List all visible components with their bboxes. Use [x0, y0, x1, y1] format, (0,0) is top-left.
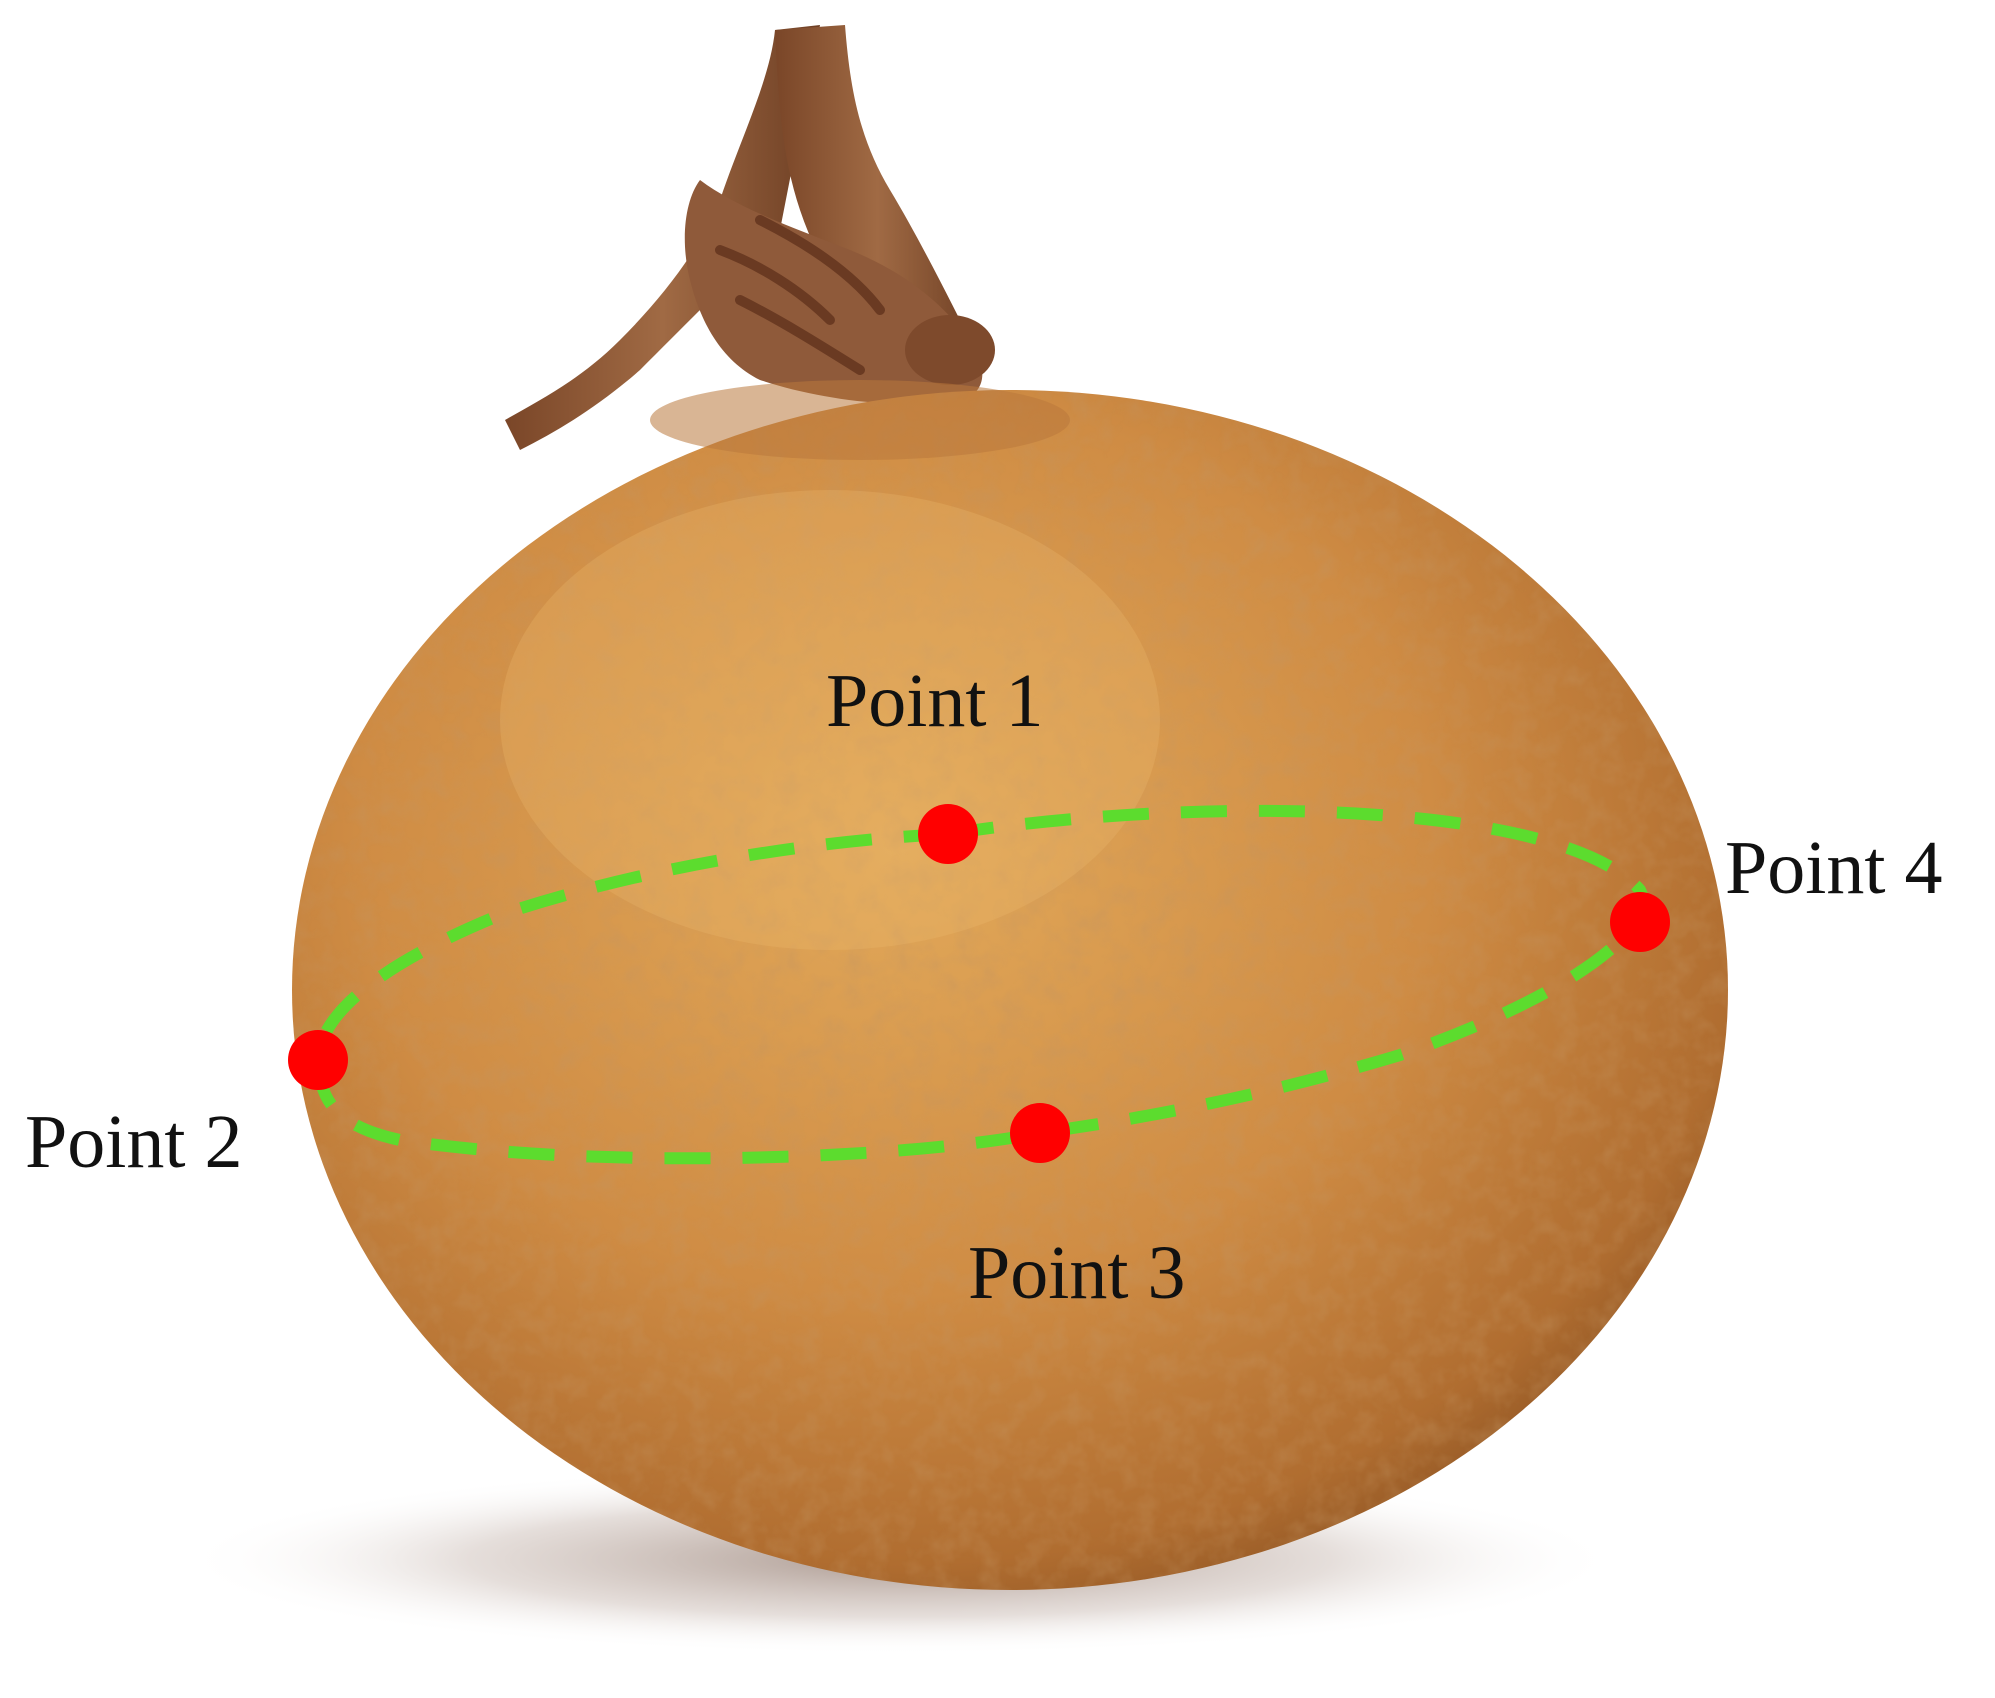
- point-4-label: Point 4: [1725, 826, 1943, 910]
- point-3-marker: [1010, 1103, 1070, 1163]
- point-3-label: Point 3: [968, 1231, 1186, 1315]
- point-2-label: Point 2: [25, 1100, 243, 1184]
- fruit-stem: [505, 25, 995, 450]
- point-1-label: Point 1: [826, 659, 1044, 743]
- longan-fruit: [292, 380, 1728, 1590]
- point-4-marker: [1610, 892, 1670, 952]
- point-2-marker: [288, 1030, 348, 1090]
- measurement-dashed-line: [311, 804, 1649, 1165]
- point-1-marker: [918, 804, 978, 864]
